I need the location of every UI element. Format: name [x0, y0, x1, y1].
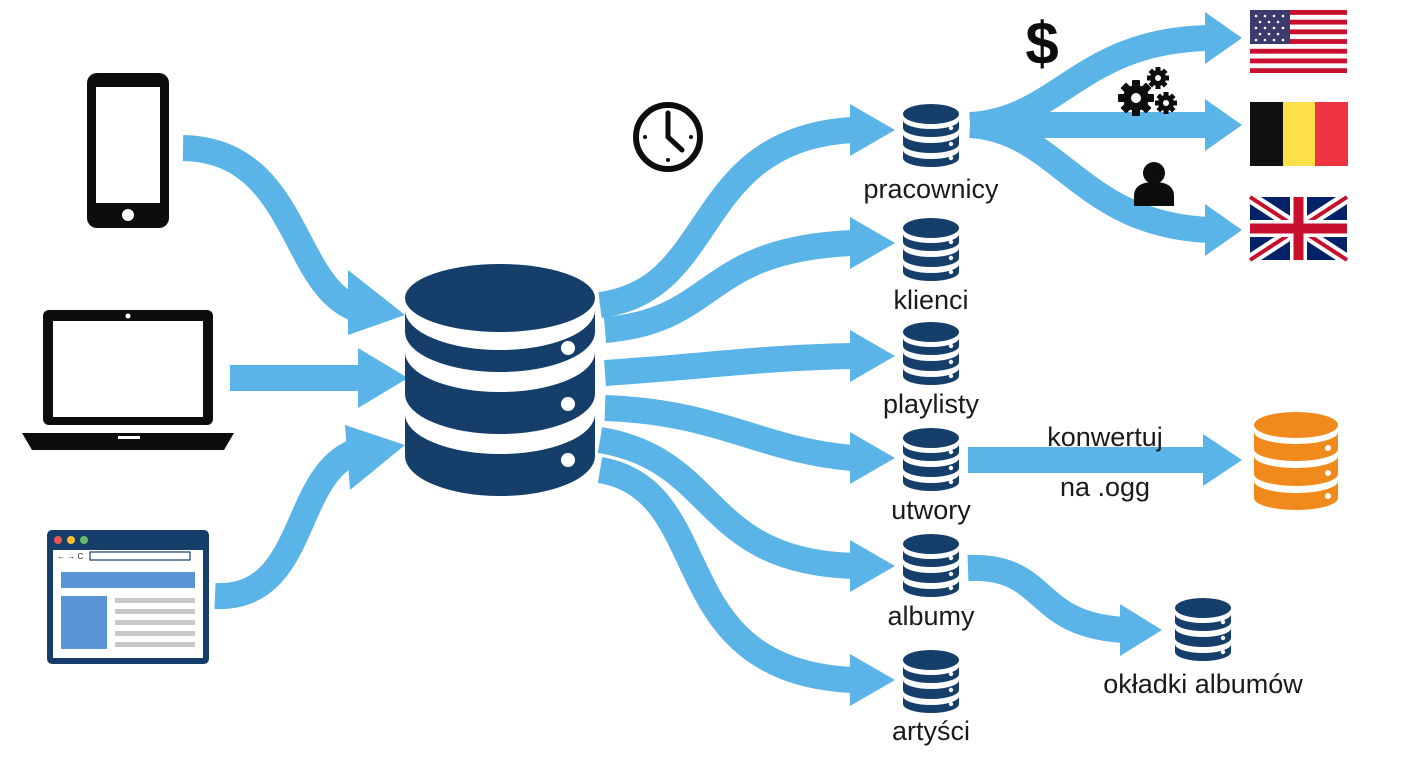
convert-label-bottom: na .ogg	[1060, 472, 1150, 502]
arrow-db-to-playlisty	[604, 343, 853, 386]
table-label: albumy	[887, 601, 975, 631]
arrow-phone-to-db	[182, 135, 365, 323]
table-label: playlisty	[883, 389, 980, 419]
gears-icon	[1118, 67, 1177, 116]
database-icon	[903, 218, 959, 281]
arrow-db-to-albumy	[597, 427, 853, 579]
svg-text:← → C: ← → C	[57, 552, 83, 561]
table-label: utwory	[891, 495, 971, 525]
table-artysci: artyści	[892, 650, 970, 746]
smartphone-icon	[87, 73, 169, 228]
database-icon	[1175, 598, 1231, 661]
table-pracownicy: pracownicy	[863, 104, 999, 204]
arrow-db-to-klienci	[603, 230, 853, 343]
arrow-browser-to-db	[214, 437, 365, 610]
table-label: pracownicy	[863, 174, 999, 204]
clock-icon	[633, 102, 703, 172]
arrow-shafts	[182, 25, 1211, 693]
album-covers-database: okładki albumów	[1103, 598, 1303, 699]
table-albumy: albumy	[887, 534, 975, 631]
arrow-to-album-covers	[967, 554, 1126, 643]
arrow-db-to-utwory	[604, 395, 854, 471]
arrow-to-uk	[968, 112, 1211, 243]
database-icon	[903, 534, 959, 597]
arrow-heads	[345, 12, 1242, 706]
table-label: artyści	[892, 716, 970, 746]
database-icon	[903, 322, 959, 385]
table-klienci: klienci	[893, 218, 969, 315]
table-utwory: utwory	[891, 428, 971, 525]
laptop-icon	[22, 310, 234, 450]
person-icon	[1134, 162, 1174, 206]
arrow-db-to-pracownicy	[597, 117, 853, 318]
database-icon	[903, 428, 959, 491]
belgium-flag-icon	[1250, 102, 1348, 166]
web-browser-icon: ← → C	[47, 530, 209, 664]
table-label: klienci	[893, 285, 968, 315]
arrow-to-usa	[968, 25, 1211, 138]
album-covers-label: okładki albumów	[1103, 669, 1303, 699]
database-icon	[903, 650, 959, 713]
table-playlisty: playlisty	[883, 322, 980, 419]
database-icon	[903, 104, 959, 167]
dollar-icon: $	[1025, 10, 1058, 77]
uk-flag-icon	[1246, 191, 1351, 266]
usa-flag-icon	[1250, 10, 1347, 73]
central-database-icon	[405, 264, 595, 496]
ogg-database-icon	[1254, 412, 1338, 510]
arrow-db-to-artysci	[597, 457, 853, 693]
convert-label-top: konwertuj	[1047, 422, 1163, 452]
